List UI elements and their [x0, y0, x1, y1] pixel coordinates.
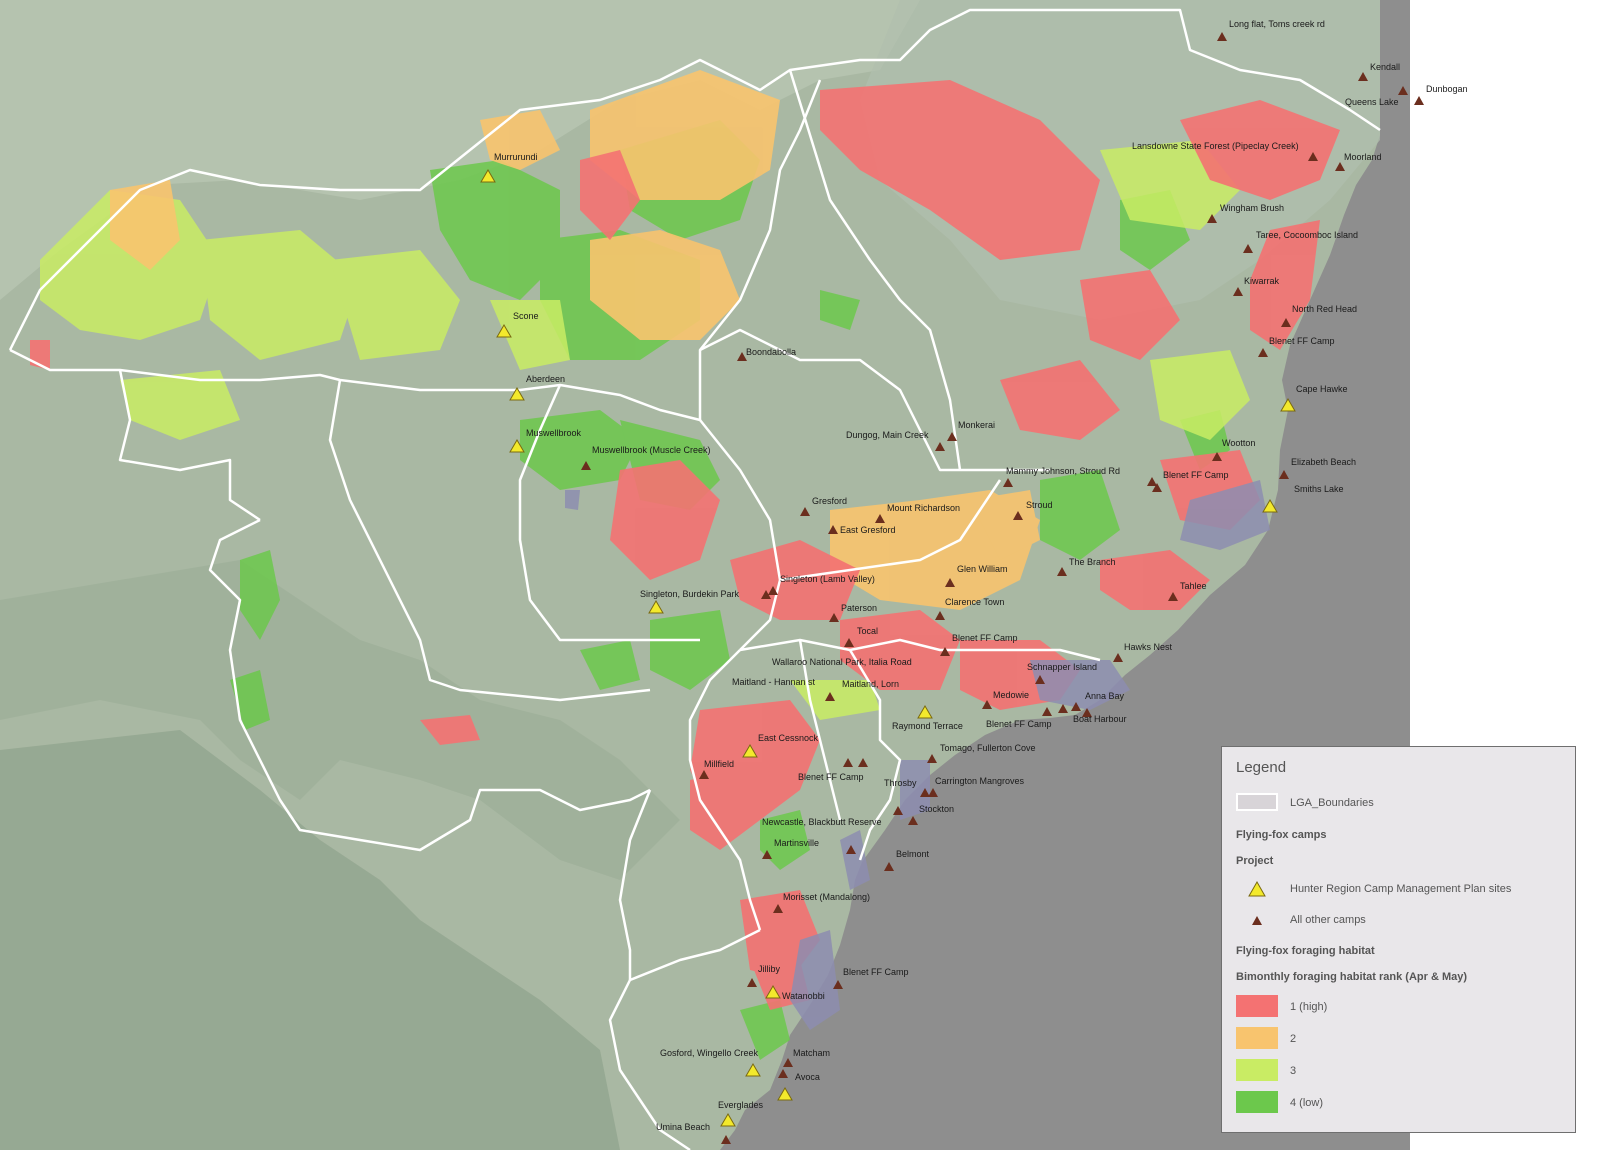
plan-site-markers: [480, 169, 1296, 1127]
label-wootton: Wootton: [1222, 438, 1255, 448]
label-wingham: Wingham Brush: [1220, 203, 1284, 213]
label-clarence-town: Clarence Town: [945, 597, 1004, 607]
label-jilliby: Jilliby: [758, 964, 781, 974]
label-muswellbrook: Muswellbrook: [526, 428, 582, 438]
label-umina: Umina Beach: [656, 1122, 710, 1132]
southwest-hills: [0, 560, 680, 880]
legend-plan-site-icon: [1248, 881, 1266, 897]
label-boondabolla: Boondabolla: [746, 347, 796, 357]
label-belmont: Belmont: [896, 849, 930, 859]
label-martinsville: Martinsville: [774, 838, 819, 848]
label-mammy-johnson: Mammy Johnson, Stroud Rd: [1006, 466, 1120, 476]
label-millfield: Millfield: [704, 759, 734, 769]
legend-title: Legend: [1236, 759, 1287, 776]
label-glen-william: Glen William: [957, 564, 1008, 574]
label-murrurundi: Murrurundi: [494, 152, 538, 162]
label-tomago: Tomago, Fullerton Cove: [940, 743, 1036, 753]
label-cape-hawke: Cape Hawke: [1296, 384, 1348, 394]
label-matcham: Matcham: [793, 1048, 830, 1058]
map-labels: Long flat, Toms creek rd Kendall Queens …: [494, 19, 1468, 1132]
map-legend: Legend LGA_Boundaries Flying-fox camps P…: [1221, 746, 1576, 1133]
label-dunbogan: Dunbogan: [1426, 84, 1468, 94]
label-maitland-hannan: Maitland - Hannan st: [732, 677, 816, 687]
habitat-rank-1: [30, 80, 1340, 1010]
label-blenet-4: Blenet FF Camp: [986, 719, 1052, 729]
label-maitland-lorn: Maitland, Lorn: [842, 679, 899, 689]
label-boat-harbour: Boat Harbour: [1073, 714, 1127, 724]
label-east-gresford: East Gresford: [840, 525, 896, 535]
legend-rank-2-label: 2: [1290, 1033, 1297, 1045]
southwest-lowland: [0, 730, 620, 1150]
label-blenet-6: Blenet FF Camp: [843, 967, 909, 977]
estuarine-areas: [565, 480, 1270, 1030]
label-gresford: Gresford: [812, 496, 847, 506]
legend-rank-3-swatch: [1236, 1059, 1278, 1081]
label-wallaroo: Wallaroo National Park, Italia Road: [772, 657, 912, 667]
legend-flying-fox-camps: Flying-fox camps: [1236, 829, 1327, 841]
label-long-flat: Long flat, Toms creek rd: [1229, 19, 1325, 29]
label-north-red-head: North Red Head: [1292, 304, 1357, 314]
label-elizabeth-beach: Elizabeth Beach: [1291, 457, 1356, 467]
label-tahlee: Tahlee: [1180, 581, 1207, 591]
label-stroud: Stroud: [1026, 500, 1053, 510]
label-raymond-terrace: Raymond Terrace: [892, 721, 963, 731]
legend-plan-sites-label: Hunter Region Camp Management Plan sites: [1290, 883, 1512, 895]
label-scone: Scone: [513, 311, 539, 321]
legend-other-camps-label: All other camps: [1290, 914, 1366, 926]
label-blackbutt: Newcastle, Blackbutt Reserve: [762, 817, 882, 827]
camp-markers: [581, 32, 1424, 1144]
legend-foraging-habitat: Flying-fox foraging habitat: [1236, 945, 1375, 957]
label-blenet-2: Blenet FF Camp: [1163, 470, 1229, 480]
label-dungog: Dungog, Main Creek: [846, 430, 929, 440]
label-gosford: Gosford, Wingello Creek: [660, 1048, 759, 1058]
legend-rank-3-label: 3: [1290, 1065, 1297, 1077]
label-kendall: Kendall: [1370, 62, 1400, 72]
lga-boundaries: [8, 8, 1381, 1150]
label-tocal: Tocal: [857, 626, 878, 636]
label-singleton-burdekin: Singleton, Burdekin Park: [640, 589, 740, 599]
legend-lga-label: LGA_Boundaries: [1290, 797, 1374, 809]
label-the-branch: The Branch: [1069, 557, 1116, 567]
label-smiths-lake: Smiths Lake: [1294, 484, 1344, 494]
label-blenet-1: Blenet FF Camp: [1269, 336, 1335, 346]
label-lansdowne: Lansdowne State Forest (Pipeclay Creek): [1132, 141, 1299, 151]
label-stockton: Stockton: [919, 804, 954, 814]
legend-project: Project: [1236, 855, 1274, 867]
label-taree: Taree, Cocoomboc Island: [1256, 230, 1358, 240]
label-watanobbi: Watanobbi: [782, 991, 825, 1001]
label-east-cessnock: East Cessnock: [758, 733, 819, 743]
legend-lga-swatch: [1236, 793, 1278, 811]
label-queens-lake: Queens Lake: [1345, 97, 1399, 107]
legend-camp-icon: [1252, 916, 1262, 925]
label-aberdeen: Aberdeen: [526, 374, 565, 384]
label-schnapper: Schnapper Island: [1027, 662, 1097, 672]
label-moorland: Moorland: [1344, 152, 1382, 162]
label-throsby: Throsby: [884, 778, 917, 788]
label-muscle-creek: Muswellbrook (Muscle Creek): [592, 445, 711, 455]
label-mount-richardson: Mount Richardson: [887, 503, 960, 513]
legend-rank-1-label: 1 (high): [1290, 1001, 1328, 1013]
label-hawks-nest: Hawks Nest: [1124, 642, 1173, 652]
label-avoca: Avoca: [795, 1072, 820, 1082]
label-kiwarrak: Kiwarrak: [1244, 276, 1280, 286]
label-blenet-3: Blenet FF Camp: [952, 633, 1018, 643]
label-anna-bay: Anna Bay: [1085, 691, 1125, 701]
label-blenet-5: Blenet FF Camp: [798, 772, 864, 782]
legend-rank-4-label: 4 (low): [1290, 1097, 1324, 1109]
label-carrington: Carrington Mangroves: [935, 776, 1025, 786]
legend-rank-1-swatch: [1236, 995, 1278, 1017]
label-everglades: Everglades: [718, 1100, 764, 1110]
legend-rank-2-swatch: [1236, 1027, 1278, 1049]
label-morisset: Morisset (Mandalong): [783, 892, 870, 902]
label-monkerai: Monkerai: [958, 420, 995, 430]
label-medowie: Medowie: [993, 690, 1029, 700]
label-paterson: Paterson: [841, 603, 877, 613]
legend-rank-4-swatch: [1236, 1091, 1278, 1113]
label-singleton-lamb: Singleton (Lamb Valley): [780, 574, 875, 584]
legend-rank-heading: Bimonthly foraging habitat rank (Apr & M…: [1236, 971, 1468, 983]
